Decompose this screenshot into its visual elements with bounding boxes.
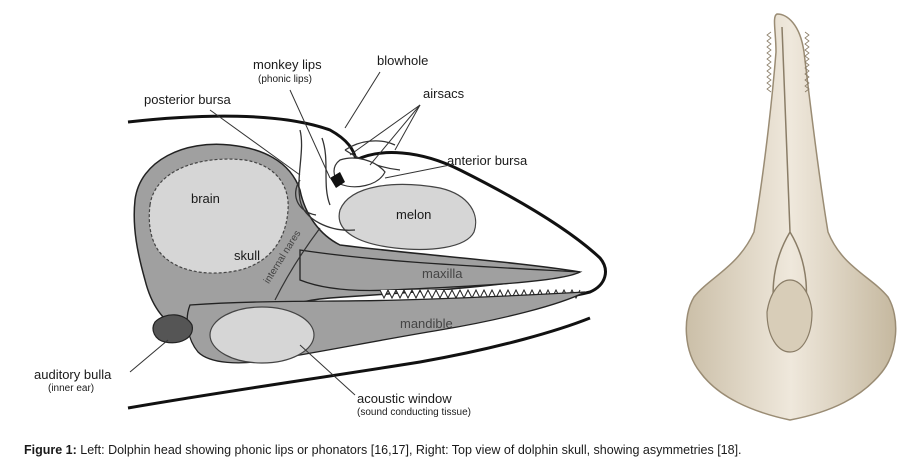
skull-teeth: [766, 31, 810, 93]
caption-prefix: Figure 1:: [24, 443, 77, 457]
head-outline-bottom: [127, 316, 591, 410]
label-melon: melon: [396, 207, 432, 222]
label-mandible: mandible: [400, 316, 453, 331]
label-phonic-lips: (phonic lips): [258, 74, 312, 85]
internal-nares-passage: [274, 227, 321, 301]
airsac-shape: [333, 157, 386, 188]
label-anterior-bursa: anterior bursa: [447, 153, 528, 168]
label-brain: brain: [191, 191, 220, 206]
label-posterior-bursa: posterior bursa: [144, 92, 231, 107]
maxilla-shape: [299, 249, 583, 292]
monkey-lips-marker: [330, 172, 345, 188]
skull-nasal-area: [766, 279, 813, 353]
brain-shape: [148, 158, 289, 274]
label-maxilla: maxilla: [422, 266, 463, 281]
label-sound-conducting: (sound conducting tissue): [357, 407, 471, 418]
label-airsacs: airsacs: [423, 86, 465, 101]
leader-lines: [129, 71, 451, 396]
label-inner-ear: (inner ear): [48, 383, 95, 394]
label-auditory-bulla: auditory bulla: [34, 367, 112, 382]
melon-shape: [338, 183, 477, 251]
figure-caption: Figure 1: Left: Dolphin head showing pho…: [24, 443, 742, 457]
label-blowhole: blowhole: [377, 53, 429, 68]
label-acoustic-window: acoustic window: [357, 391, 452, 406]
caption-text: Left: Dolphin head showing phonic lips o…: [76, 443, 742, 457]
label-monkey-lips: monkey lips: [253, 57, 322, 72]
dolphin-skull-top-view: [685, 13, 897, 421]
label-skull: skull: [234, 248, 261, 263]
acoustic-window-shape: [209, 306, 315, 364]
auditory-bulla-shape: [152, 314, 193, 344]
skull-rostrum: [685, 13, 897, 421]
